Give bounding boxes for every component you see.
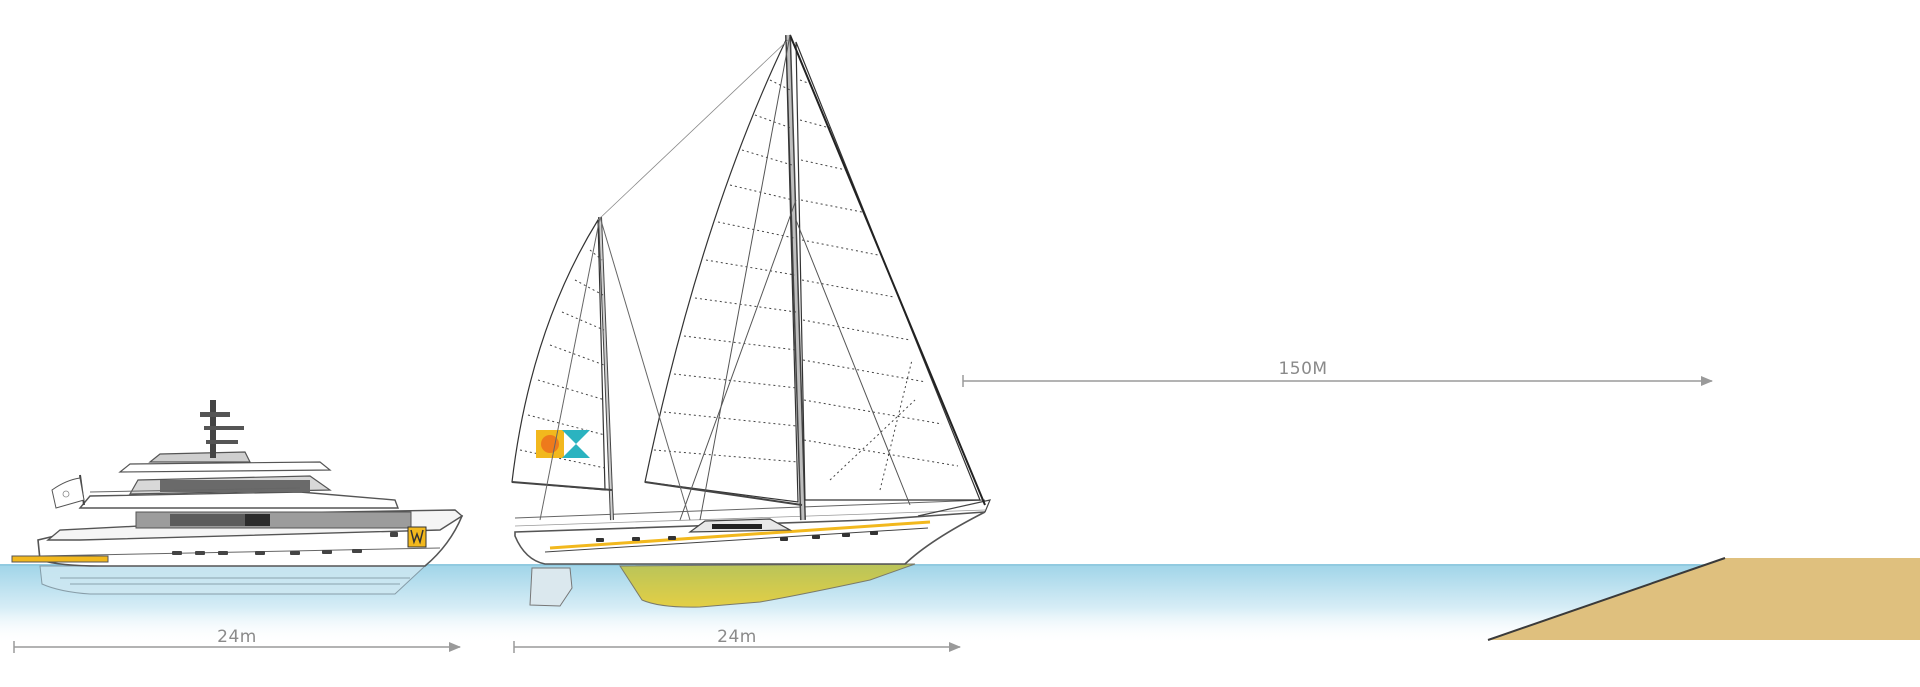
motor-yacht — [11, 400, 464, 595]
sand-beach — [1487, 557, 1920, 641]
sailboat — [511, 34, 991, 608]
dimension-yacht-length: 24m — [13, 627, 461, 653]
dimension-sailboat-length: 24m — [513, 627, 961, 653]
sailboat-length-label: 24m — [717, 627, 757, 647]
distance-label: 150M — [1278, 359, 1327, 379]
yacht-length-label: 24m — [217, 627, 257, 647]
dimension-distance-to-shore: 150M — [962, 359, 1713, 387]
